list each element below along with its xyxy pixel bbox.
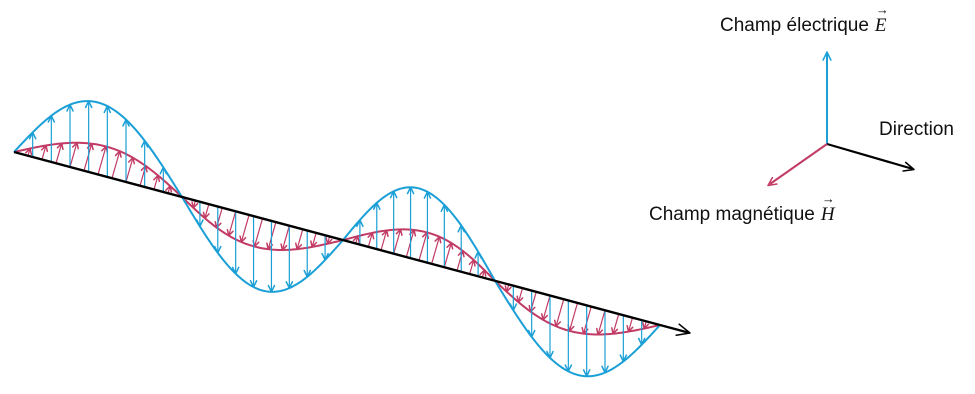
- wave-group: [14, 101, 690, 376]
- electric-field-label: Champ électrique E: [720, 16, 887, 35]
- electric-field-text: Champ électrique: [720, 15, 869, 36]
- magnetic-field-symbol: H: [821, 205, 835, 224]
- propagation-axis: [14, 152, 688, 333]
- electric-field-symbol: E: [875, 16, 887, 35]
- magnetic-field-text: Champ magnétique: [649, 204, 815, 225]
- axis-magnetic: [770, 144, 827, 184]
- direction-label: Direction: [879, 120, 954, 139]
- magnetic-field-label: Champ magnétique H: [649, 205, 835, 224]
- axis-direction: [827, 144, 913, 169]
